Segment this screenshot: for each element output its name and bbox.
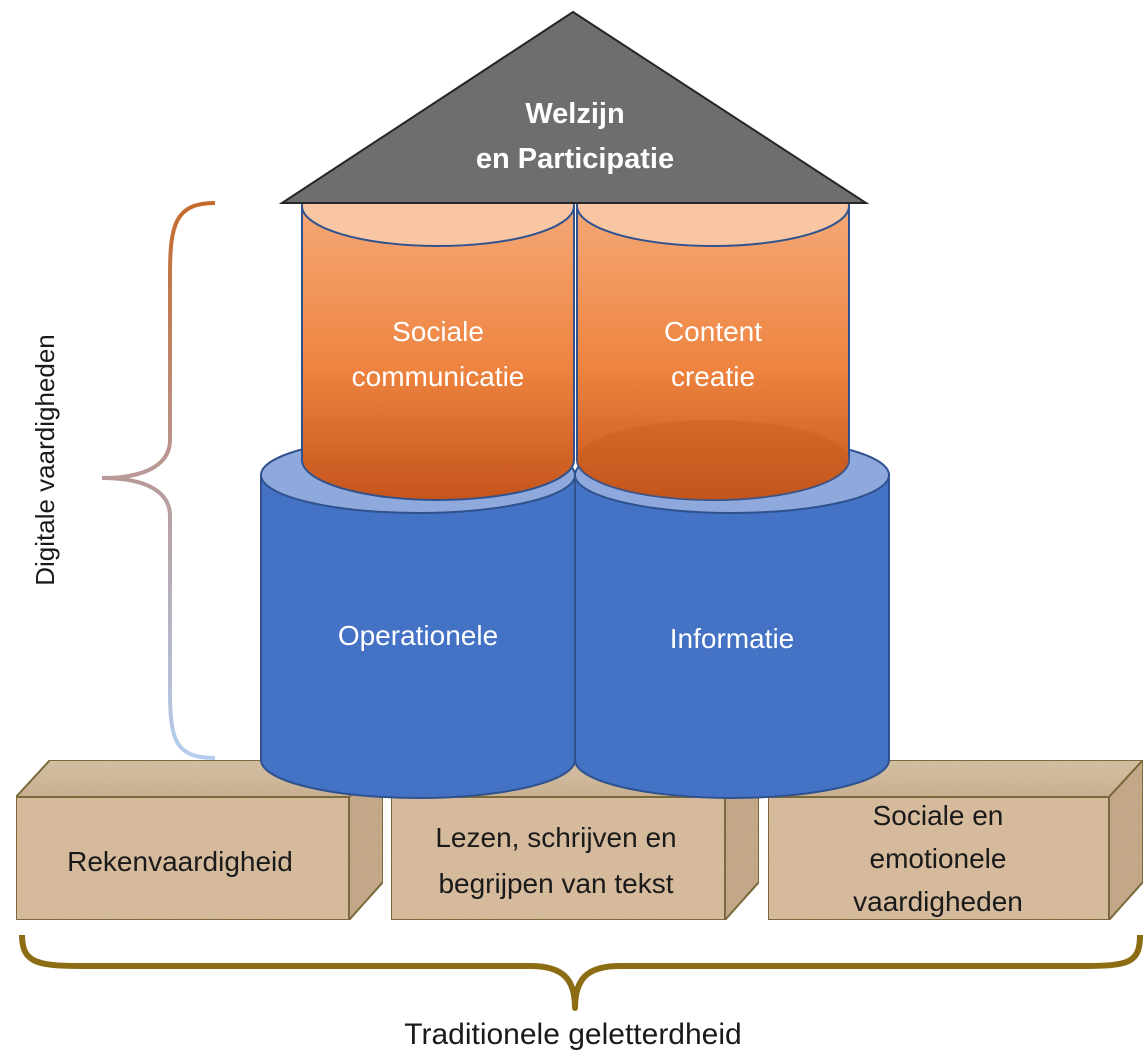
brick-rekenvaardigheid-label: Rekenvaardigheid [67, 846, 293, 877]
brick-lezen-label-line2: begrijpen van tekst [438, 868, 673, 899]
informatie-label: Informatie [670, 623, 795, 654]
operationele-label: Operationele [338, 620, 498, 651]
sociale-communicatie-label-line1: Sociale [392, 316, 484, 347]
brick-sociale-label-line1: Sociale en [873, 800, 1004, 831]
roof-label-line1: Welzijn [525, 98, 624, 130]
content-creatie-label-line1: Content [664, 316, 762, 347]
roof-label-line2: en Participatie [476, 143, 674, 175]
digital-skills-label: Digitale vaardigheden [30, 334, 60, 586]
content-creatie-label-line2: creatie [671, 361, 755, 392]
brick-sociale-emotionele [765, 757, 1145, 923]
sociale-communicatie-label-line2: communicatie [352, 361, 525, 392]
traditional-literacy-brace [19, 934, 1143, 1011]
brick-lezen-label-line1: Lezen, schrijven en [435, 822, 676, 853]
brick-sociale-label-line2: emotionele [870, 843, 1007, 874]
traditional-literacy-label: Traditionele geletterdheid [404, 1018, 741, 1051]
digital-skills-brace [101, 201, 216, 760]
brick-sociale-label-line3: vaardigheden [853, 886, 1023, 917]
roof [278, 10, 870, 204]
